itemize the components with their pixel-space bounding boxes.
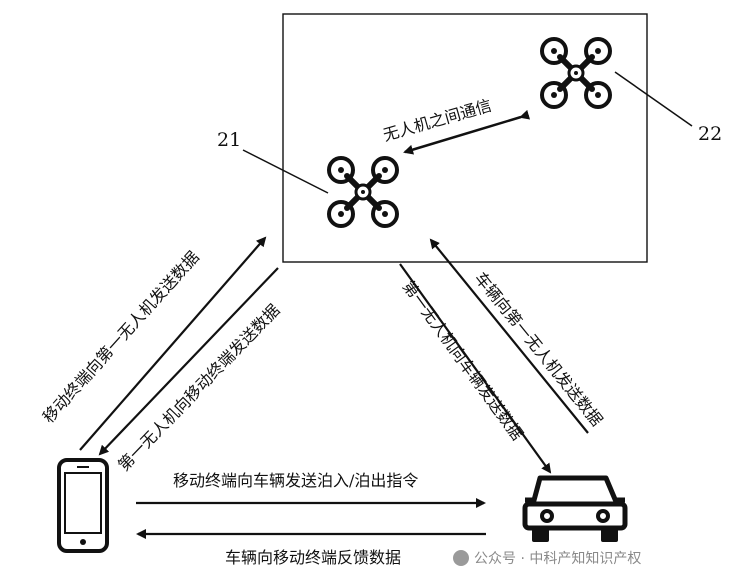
drone-area-frame <box>282 13 648 263</box>
watermark: 公众号 · 中科产知知识产权 <box>453 550 641 567</box>
mobile-to-vehicle-label: 移动终端向车辆发送泊入/泊出指令 <box>173 471 418 490</box>
drone1-leader-line <box>242 149 329 194</box>
drone-icon <box>329 158 397 226</box>
vehicle-to-mobile-label: 车辆向移动终端反馈数据 <box>225 548 401 567</box>
drone-to-drone-label: 无人机之间通信 <box>381 96 494 145</box>
drone-to-drone-arrow <box>403 109 531 155</box>
drone1-number-label: 21 <box>217 129 241 151</box>
mobile-to-drone-arrow <box>79 236 267 451</box>
watermark-text: 公众号 · 中科产知知识产权 <box>474 550 641 567</box>
drone-to-mobile-arrow <box>98 267 279 456</box>
drone2-leader-line <box>614 71 693 127</box>
car-icon <box>522 475 628 542</box>
wechat-icon <box>453 550 469 566</box>
vehicle-to-drone-arrow <box>429 238 589 434</box>
mobile-phone-icon <box>57 458 109 553</box>
drone-to-vehicle-arrow <box>399 263 552 474</box>
drone-icon <box>542 39 610 107</box>
drone2-number-label: 22 <box>698 123 722 145</box>
